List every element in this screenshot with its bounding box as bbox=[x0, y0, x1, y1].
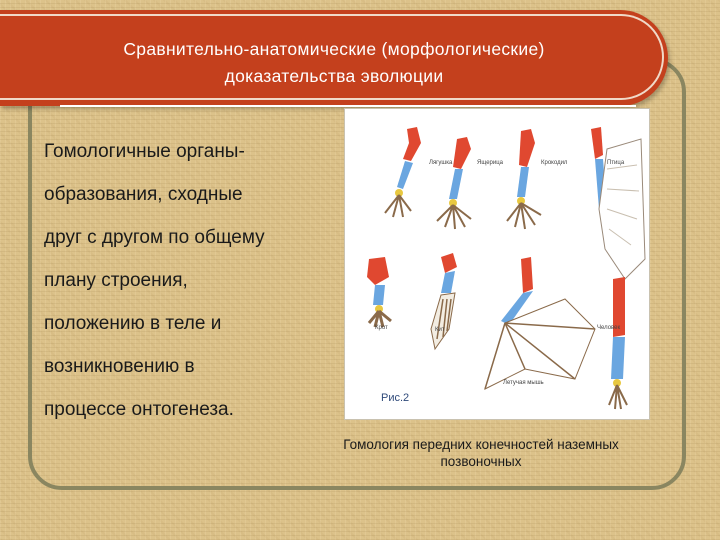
human-arm bbox=[608, 277, 628, 410]
slide-title-line-1: Сравнительно-анатомические (морфологичес… bbox=[123, 39, 545, 59]
title-underline bbox=[60, 105, 636, 107]
figure-caption: Гомология передних конечностей наземных … bbox=[286, 436, 676, 470]
homology-figure: Лягушка Ящерица Крокодил Птица Крот Кит … bbox=[344, 108, 650, 420]
definition-line: образования, сходные bbox=[44, 184, 243, 205]
definition-line: друг с другом по общему bbox=[44, 227, 265, 248]
frog-limb bbox=[384, 127, 421, 218]
figure-caption-line-2: позвоночных bbox=[440, 454, 522, 469]
mole-limb bbox=[367, 257, 392, 328]
lizard-limb bbox=[436, 137, 472, 230]
definition-text: Гомологичные органы- образования, сходны… bbox=[44, 130, 344, 431]
definition-line: процессе онтогенеза. bbox=[44, 399, 234, 420]
label-frog: Лягушка bbox=[429, 160, 453, 166]
label-lizard: Ящерица bbox=[477, 160, 504, 166]
title-banner-border bbox=[0, 14, 664, 100]
definition-line: плану строения, bbox=[44, 270, 188, 291]
label-human: Человек bbox=[597, 325, 620, 331]
label-bird: Птица bbox=[607, 160, 625, 166]
label-whale: Кит bbox=[435, 327, 445, 333]
bird-wing bbox=[591, 127, 646, 280]
definition-line: Гомологичные органы- bbox=[44, 141, 245, 162]
crocodile-limb bbox=[506, 129, 542, 230]
definition-line: положению в теле и bbox=[44, 313, 222, 334]
definition-line: возникновению в bbox=[44, 356, 195, 377]
slide-title-line-2: доказательства эволюции bbox=[224, 66, 444, 86]
whale-flipper bbox=[430, 253, 457, 351]
label-mole: Крот bbox=[375, 325, 388, 331]
bat-wing bbox=[484, 257, 596, 390]
slide-title: Сравнительно-анатомические (морфологичес… bbox=[0, 36, 668, 90]
label-crocodile: Крокодил bbox=[541, 160, 568, 166]
label-bat: Летучая мышь bbox=[503, 380, 544, 386]
title-banner: Сравнительно-анатомические (морфологичес… bbox=[0, 10, 668, 107]
figure-number: Рис.2 bbox=[381, 392, 409, 404]
limbs-illustration: Лягушка Ящерица Крокодил Птица Крот Кит … bbox=[367, 127, 646, 410]
figure-caption-line-1: Гомология передних конечностей наземных bbox=[343, 437, 619, 452]
